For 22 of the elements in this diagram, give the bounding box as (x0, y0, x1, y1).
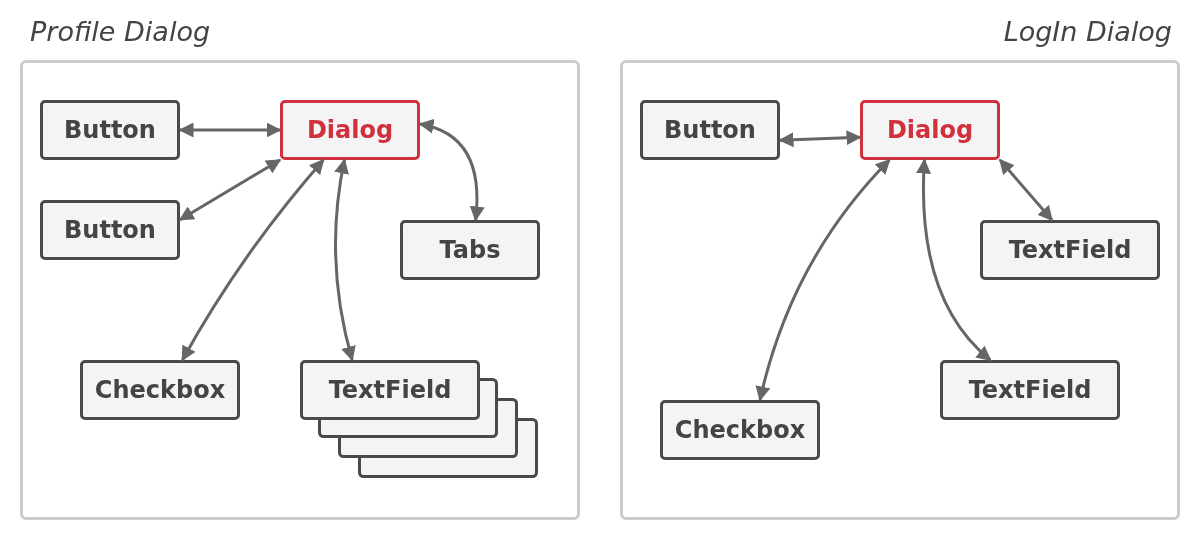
component-box: Checkbox (80, 360, 240, 420)
component-box: Button (40, 200, 180, 260)
panel-title: LogIn Dialog (1003, 15, 1172, 49)
component-box: TextField (940, 360, 1120, 420)
component-box: Button (640, 100, 780, 160)
double-arrow (178, 158, 282, 222)
double-arrow (334, 158, 356, 362)
mediator-box: Dialog (280, 100, 420, 160)
double-arrow (778, 130, 862, 148)
double-arrow (178, 122, 282, 138)
component-box: Checkbox (660, 400, 820, 460)
double-arrow (755, 158, 891, 402)
double-arrow (418, 119, 485, 222)
component-box: TextField (980, 220, 1160, 280)
panel-title: Profile Dialog (30, 15, 211, 49)
double-arrow (181, 158, 325, 362)
component-box: Button (40, 100, 180, 160)
double-arrow (998, 158, 1054, 222)
component-box: TextField (300, 360, 480, 420)
component-box: Tabs (400, 220, 540, 280)
mediator-box: Dialog (860, 100, 1000, 160)
double-arrow (916, 158, 992, 362)
